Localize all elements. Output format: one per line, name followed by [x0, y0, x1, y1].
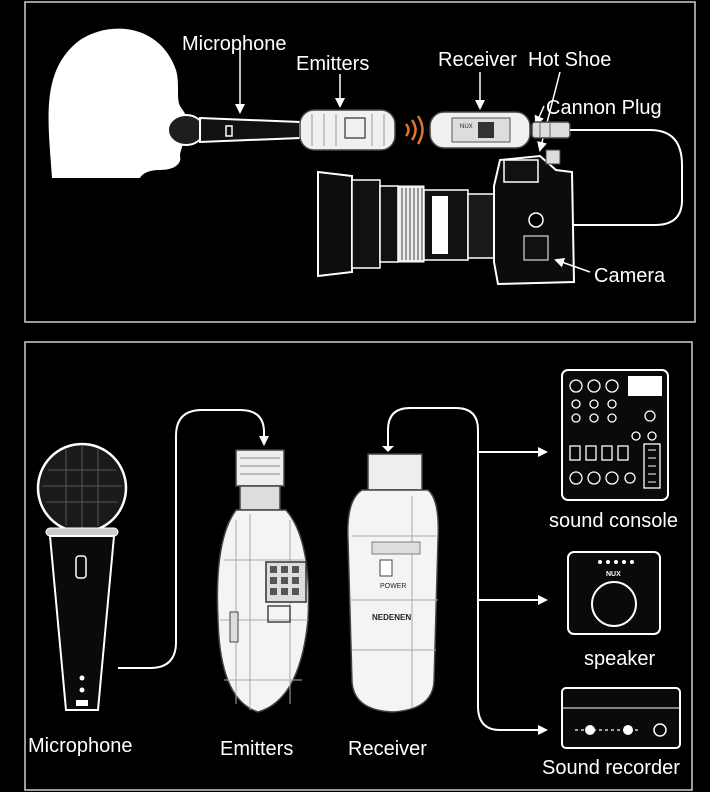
- top-label-microphone: Microphone: [182, 33, 287, 55]
- cannon-plug: [531, 121, 571, 139]
- receiver-brand-label: NEDENEN: [372, 613, 411, 622]
- receiver-input-arrowhead: [382, 446, 394, 452]
- bottom-receiver: POWER NEDENEN: [347, 453, 440, 713]
- top-receiver: NUX: [429, 111, 531, 149]
- speaker-illustration: NUX: [567, 551, 661, 635]
- head-silhouette: [48, 28, 193, 179]
- top-emitter: [299, 109, 396, 151]
- bottom-label-speaker: speaker: [584, 648, 656, 670]
- bottom-emitter: [216, 449, 310, 713]
- top-microphone: [167, 114, 301, 146]
- mic-to-emitter-cable: [118, 409, 269, 669]
- bottom-label-receiver: Receiver: [348, 738, 427, 760]
- receiver-output-cable: [387, 407, 510, 731]
- bottom-label-emitters: Emitters: [220, 738, 294, 760]
- bottom-label-sound-recorder: Sound recorder: [542, 757, 680, 779]
- speaker-brand-label: NUX: [606, 571, 621, 578]
- camera-pointer: [554, 257, 591, 273]
- receiver-power-label: POWER: [380, 583, 406, 590]
- camera-illustration: [317, 149, 576, 286]
- bottom-label-microphone: Microphone: [28, 735, 133, 757]
- wireless-signal-icon: [404, 115, 424, 145]
- cannon-plug-pointer: [534, 105, 545, 126]
- sound-recorder-illustration: [561, 687, 681, 749]
- sound-console-illustration: [561, 369, 669, 501]
- top-label-hot-shoe: Hot Shoe: [528, 49, 612, 71]
- bottom-panel-frame: [24, 341, 693, 791]
- top-label-cannon-plug: Cannon Plug: [546, 97, 662, 119]
- camera-cable: [552, 129, 683, 226]
- bottom-label-sound-console: sound console: [549, 510, 678, 532]
- top-label-emitters: Emitters: [296, 53, 370, 75]
- top-label-camera: Camera: [594, 265, 666, 287]
- bottom-microphone: [36, 442, 128, 711]
- top-label-receiver: Receiver: [438, 49, 517, 71]
- top-panel-frame: [24, 1, 696, 323]
- top-receiver-brand: NUX: [460, 124, 473, 130]
